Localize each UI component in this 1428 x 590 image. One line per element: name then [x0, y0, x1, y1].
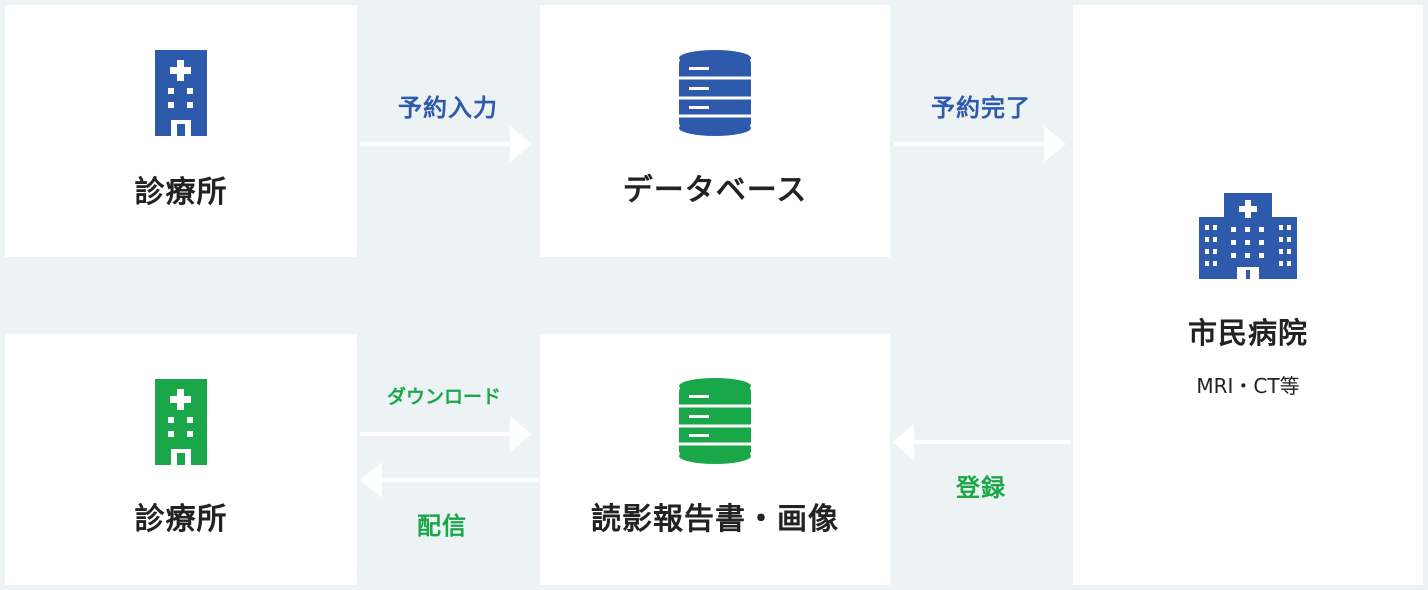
edge-label-register: 登録: [956, 474, 1006, 502]
arrowhead-right-icon: [1044, 126, 1066, 162]
hospital-sublabel: MRI・CT等: [1196, 374, 1300, 398]
clinic-building-icon: [155, 379, 207, 465]
hospital-label: 市民病院: [1187, 316, 1308, 350]
clinic-top-label: 診療所: [134, 175, 228, 210]
report-node: 読影報告書・画像: [540, 334, 890, 585]
database-node: データベース: [540, 5, 890, 257]
database-label: データベース: [622, 173, 808, 208]
arrow-reserve-done: [894, 142, 1046, 146]
edge-label-reserve-done: 予約完了: [931, 94, 1031, 122]
edge-label-reserve-input: 予約入力: [398, 94, 498, 122]
arrow-download: [360, 432, 512, 436]
arrowhead-left-icon: [360, 462, 382, 498]
arrow-register: [912, 440, 1070, 444]
clinic-bottom-node: 診療所: [5, 334, 357, 585]
database-icon: [679, 378, 751, 464]
arrowhead-left-icon: [892, 424, 914, 460]
clinic-top-node: 診療所: [5, 5, 357, 257]
edge-label-download: ダウンロード: [386, 386, 501, 408]
arrow-reserve-input: [360, 142, 512, 146]
arrowhead-right-icon: [510, 126, 532, 162]
hospital-building-icon: [1199, 193, 1297, 279]
arrowhead-right-icon: [510, 416, 532, 452]
database-icon: [679, 50, 751, 136]
clinic-bottom-label: 診療所: [134, 502, 228, 537]
arrow-deliver: [380, 478, 538, 482]
clinic-building-icon: [155, 50, 207, 136]
edge-label-deliver: 配信: [417, 512, 467, 540]
hospital-node: 市民病院 MRI・CT等: [1073, 5, 1423, 585]
report-label: 読影報告書・画像: [591, 502, 839, 537]
